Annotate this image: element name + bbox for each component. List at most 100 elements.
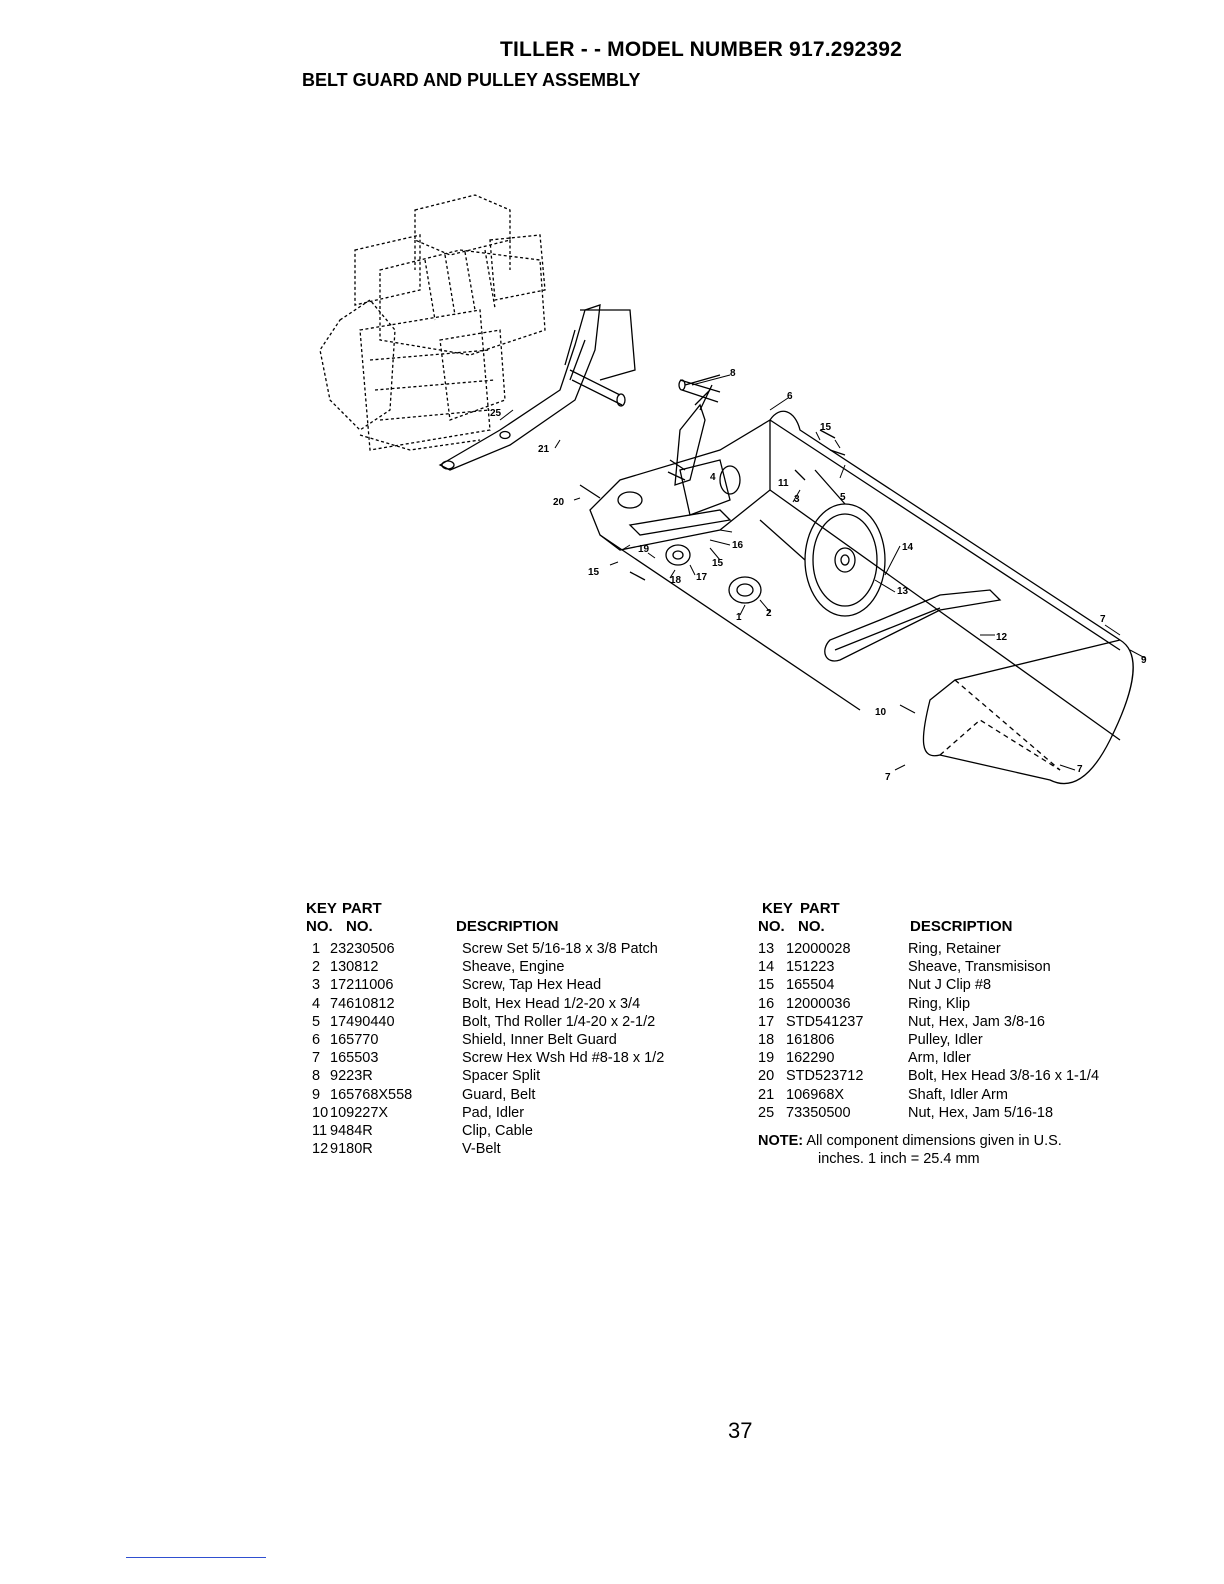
page-title: TILLER - - MODEL NUMBER 917.292392 <box>500 38 903 61</box>
callout-label: 2 <box>766 608 772 619</box>
callout-label: 13 <box>897 586 909 597</box>
key-number: 7 <box>312 1050 321 1067</box>
header-part-no: NO. <box>798 918 825 935</box>
part-description: Pad, Idler <box>462 1104 525 1121</box>
header-key-no: NO. <box>758 918 785 935</box>
header-key-no: NO. <box>306 918 333 935</box>
key-number: 2 <box>312 959 321 976</box>
belt-guard-drawing <box>769 410 1134 785</box>
part-description: Ring, Retainer <box>908 941 1001 957</box>
section-subtitle: BELT GUARD AND PULLEY ASSEMBLY <box>302 70 641 90</box>
leader-lines <box>499 374 1146 771</box>
part-number: 130812 <box>330 959 379 976</box>
part-number: 165768X558 <box>330 1086 413 1103</box>
callout-label: 5 <box>840 492 846 503</box>
part-description: Bolt, Thd Roller 1/4-20 x 2-1/2 <box>462 1013 656 1030</box>
bottom-rule <box>126 1557 266 1558</box>
spacer-line <box>684 374 721 386</box>
hardware-screws <box>579 429 846 581</box>
callout-label: 7 <box>1100 614 1106 625</box>
note-line1: All component dimensions given in U.S. <box>806 1133 1062 1149</box>
part-description: Guard, Belt <box>462 1086 536 1103</box>
key-number: 21 <box>758 1086 775 1103</box>
callout-label: 21 <box>538 444 550 455</box>
callout-label: 15 <box>712 558 724 569</box>
key-number: 17 <box>758 1013 775 1030</box>
header-part: PART <box>342 900 382 917</box>
part-number: 17211006 <box>330 977 394 994</box>
table-header: KEY PART NO. NO. DESCRIPTION <box>758 900 1158 940</box>
part-description: Screw Set 5/16-18 x 3/8 Patch <box>462 941 658 957</box>
callout-label: 16 <box>732 540 744 551</box>
callout-label: 15 <box>588 567 600 578</box>
header-key: KEY <box>762 900 793 917</box>
header-description: DESCRIPTION <box>456 918 559 935</box>
part-description: Pulley, Idler <box>908 1031 983 1048</box>
part-number: 74610812 <box>330 995 395 1012</box>
key-number: 13 <box>758 941 775 957</box>
table-header: KEY PART NO. NO. DESCRIPTION <box>306 900 726 940</box>
callout-label: 10 <box>875 707 887 718</box>
part-number: 9180R <box>330 1141 373 1158</box>
dimension-note: NOTE: All component dimensions given in … <box>758 1132 1158 1168</box>
page-number: 37 <box>728 1418 753 1443</box>
key-number: 5 <box>312 1013 321 1030</box>
table-row: 17 STD541237 Nut, Hex, Jam 3/8-16 <box>758 1013 1158 1031</box>
part-number: 9484R <box>330 1122 373 1139</box>
key-number: 20 <box>758 1068 775 1085</box>
part-description: Nut, Hex, Jam 3/8-16 <box>908 1013 1045 1030</box>
exploded-parts-diagram: 8 6 15 11 3 5 16 15 18 17 1 2 14 13 12 7… <box>300 180 1160 820</box>
callout-label: 6 <box>787 391 793 402</box>
part-number: 109227X <box>330 1104 389 1121</box>
key-number: 4 <box>312 995 321 1012</box>
part-number: 161806 <box>786 1031 835 1048</box>
part-number: 73350500 <box>786 1104 851 1121</box>
part-description: Nut, Hex, Jam 5/16-18 <box>908 1104 1054 1121</box>
key-number: 12 <box>312 1141 329 1158</box>
table-row: 2 130812 Sheave, Engine <box>306 958 726 976</box>
part-description: Arm, Idler <box>908 1050 971 1067</box>
inner-belt-guard-shield <box>589 418 1121 741</box>
part-description: Sheave, Engine <box>462 959 565 976</box>
part-description: Spacer Split <box>462 1068 541 1085</box>
key-number: 15 <box>758 977 775 994</box>
diagram-svg: 8 6 15 11 3 5 16 15 18 17 1 2 14 13 12 7… <box>319 194 1147 785</box>
callout-label: 20 <box>553 497 565 508</box>
callout-label: 8 <box>730 368 736 379</box>
callout-label: 7 <box>1077 764 1083 775</box>
idler-arm <box>667 384 713 486</box>
v-belt-drawing <box>824 589 1002 662</box>
part-number: 106968X <box>786 1086 845 1103</box>
part-number: 23230506 <box>330 941 395 957</box>
part-number: STD541237 <box>786 1013 864 1030</box>
idler-pulley <box>665 544 691 566</box>
part-description: Screw Hex Wsh Hd #8-18 x 1/2 <box>462 1050 665 1067</box>
part-number: 151223 <box>786 959 835 976</box>
callout-label: 25 <box>490 408 502 419</box>
callout-label: 1 <box>736 612 742 623</box>
part-description: V-Belt <box>462 1141 501 1158</box>
header-part: PART <box>800 900 840 917</box>
note-label: NOTE: <box>758 1133 804 1149</box>
callout-label: 15 <box>820 422 832 433</box>
callout-label: 3 <box>794 494 800 505</box>
callout-label: 7 <box>885 772 891 783</box>
key-number: 11 <box>312 1122 328 1139</box>
